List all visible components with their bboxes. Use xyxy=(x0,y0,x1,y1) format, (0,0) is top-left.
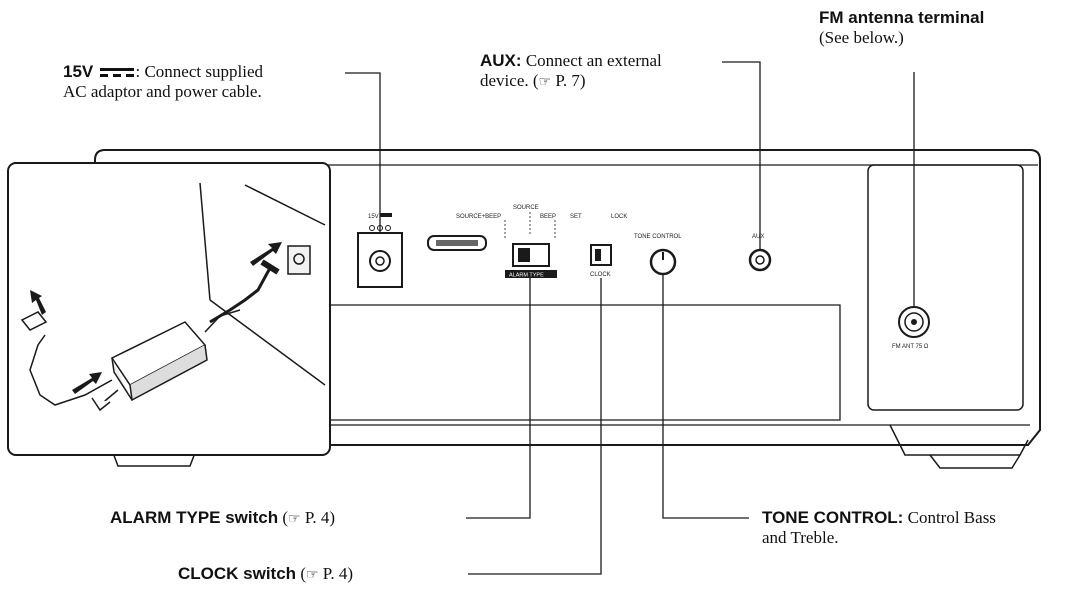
clock-callout-ref: P. 4) xyxy=(318,564,354,583)
aux-callout-text1: Connect an external xyxy=(521,51,662,70)
alarm-callout: ALARM TYPE switch (☞ P. 4) xyxy=(110,508,335,530)
tone-callout: TONE CONTROL: Control Bass and Treble. xyxy=(762,508,996,548)
tone-callout-text2: and Treble. xyxy=(762,528,839,547)
aux-jack: AUX xyxy=(748,234,772,272)
power-callout: 15V : Connect supplied AC adaptor and po… xyxy=(63,62,263,102)
fm-callout-title: FM antenna terminal xyxy=(819,8,985,27)
clock-panel-label: CLOCK xyxy=(590,272,611,278)
fm-ant-panel-label: FM ANT 75 Ω xyxy=(892,344,929,350)
aux-callout-text2: device. ( xyxy=(480,71,539,90)
clock-callout: CLOCK switch (☞ P. 4) xyxy=(178,564,353,586)
alarm-type-switch: SOURCE SOURCE+BEEP BEEP ALARM TYPE xyxy=(456,205,557,279)
alarm-type-label: ALARM TYPE xyxy=(509,273,544,279)
arrow-icon xyxy=(30,242,282,394)
clock-callout-ref-open: ( xyxy=(296,564,306,583)
alarm-callout-ref-open: ( xyxy=(278,508,289,527)
tone-callout-title: TONE CONTROL: xyxy=(762,508,904,527)
set-label: SET xyxy=(570,214,582,220)
alarm-callout-ref: P. 4) xyxy=(300,508,336,527)
power-callout-text1: : Connect supplied xyxy=(135,62,263,81)
lock-label: LOCK xyxy=(611,214,627,220)
leader-lines xyxy=(345,61,915,575)
pointing-hand-icon: ☞ xyxy=(538,75,552,90)
source-beep-label: SOURCE+BEEP xyxy=(456,214,501,220)
clock-switch: SET LOCK CLOCK xyxy=(570,214,627,278)
source-label: SOURCE xyxy=(513,205,539,211)
fm-callout: FM antenna terminal (See below.) xyxy=(819,8,984,48)
aux-callout: AUX: Connect an external device. (☞ P. 7… xyxy=(480,51,662,93)
tone-control-panel-label: TONE CONTROL xyxy=(634,234,682,240)
alarm-callout-title: ALARM TYPE switch xyxy=(110,508,279,527)
fm-antenna-terminal: FM ANT 75 Ω xyxy=(892,306,930,350)
aux-callout-title: AUX: xyxy=(480,51,522,70)
pointing-hand-icon: ☞ xyxy=(288,512,301,527)
adaptor-inset xyxy=(7,162,331,456)
aux-callout-ref: P. 7) xyxy=(551,71,586,90)
pointing-hand-icon: ☞ xyxy=(305,568,319,583)
power-jack-label: 15V xyxy=(368,214,379,220)
aux-panel-label: AUX xyxy=(752,234,764,240)
dc-symbol-icon xyxy=(99,68,134,78)
power-callout-title: 15V xyxy=(63,62,94,81)
tone-callout-text1: Control Bass xyxy=(903,508,996,527)
fm-callout-text: (See below.) xyxy=(819,28,904,47)
clock-callout-title: CLOCK switch xyxy=(178,564,297,583)
power-callout-text2: AC adaptor and power cable. xyxy=(63,82,262,101)
power-jack: 15V xyxy=(357,213,403,288)
beep-label: BEEP xyxy=(540,214,556,220)
